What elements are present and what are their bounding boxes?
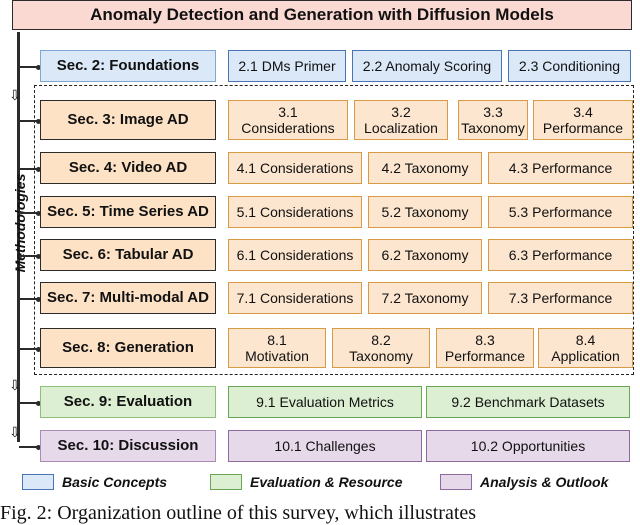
connector-dot xyxy=(36,346,41,352)
legend-swatch-basic xyxy=(22,474,54,490)
legend-swatch-analysis xyxy=(440,474,472,490)
section-generation: Sec. 8: Generation xyxy=(40,328,216,368)
subsection-image-ad-3: 3.3 Taxonomy xyxy=(458,100,528,140)
methodologies-group xyxy=(34,85,634,375)
connector-line xyxy=(19,168,41,170)
subsection-time-series-ad-3: 5.3 Performance xyxy=(488,196,633,228)
legend-basic-concepts: Basic Concepts xyxy=(62,474,168,490)
section-image-ad: Sec. 3: Image AD xyxy=(40,100,216,140)
figure-caption: Fig. 2: Organization outline of this sur… xyxy=(0,502,477,524)
connector-line xyxy=(19,212,41,214)
subsection-video-ad-3: 4.3 Performance xyxy=(488,152,633,184)
legend-analysis-outlook: Analysis & Outlook xyxy=(480,474,609,490)
subsection-foundations-3: 2.3 Conditioning xyxy=(508,50,631,82)
connector-dot xyxy=(36,118,41,124)
subsection-generation-4: 8.4 Application xyxy=(538,328,633,368)
subsection-discussion-2: 10.2 Opportunities xyxy=(426,430,630,462)
connector-dot xyxy=(36,210,41,216)
connector-line xyxy=(19,298,41,300)
subsection-image-ad-1: 3.1 Considerations xyxy=(228,100,348,140)
subsection-multimodal-ad-3: 7.3 Performance xyxy=(488,282,633,314)
methodologies-label: Methodologies xyxy=(12,173,28,273)
connector-line xyxy=(19,120,41,122)
subsection-foundations-2: 2.2 Anomaly Scoring xyxy=(352,50,502,82)
subsection-image-ad-4: 3.4 Performance xyxy=(533,100,633,140)
legend-evaluation-resource: Evaluation & Resource xyxy=(250,474,403,490)
section-tabular-ad: Sec. 6: Tabular AD xyxy=(40,239,216,271)
subsection-video-ad-2: 4.2 Taxonomy xyxy=(368,152,482,184)
subsection-video-ad-1: 4.1 Considerations xyxy=(228,152,362,184)
connector-dot xyxy=(36,166,41,172)
subsection-generation-1: 8.1 Motivation xyxy=(228,328,326,368)
down-arrow-icon: ⇩ xyxy=(9,424,21,440)
connector-dot xyxy=(36,64,41,70)
connector-dot xyxy=(36,253,41,259)
subsection-time-series-ad-2: 5.2 Taxonomy xyxy=(368,196,482,228)
down-arrow-icon: ⇩ xyxy=(9,87,21,103)
section-multimodal-ad: Sec. 7: Multi-modal AD xyxy=(40,282,216,314)
connector-dot xyxy=(36,444,41,450)
subsection-tabular-ad-1: 6.1 Considerations xyxy=(228,239,362,271)
connector-dot xyxy=(36,400,41,406)
subsection-multimodal-ad-2: 7.2 Taxonomy xyxy=(368,282,482,314)
subsection-discussion-1: 10.1 Challenges xyxy=(228,430,422,462)
subsection-tabular-ad-2: 6.2 Taxonomy xyxy=(368,239,482,271)
section-discussion: Sec. 10: Discussion xyxy=(40,430,216,462)
connector-line xyxy=(19,446,41,448)
subsection-image-ad-2: 3.2 Localization xyxy=(354,100,448,140)
subsection-time-series-ad-1: 5.1 Considerations xyxy=(228,196,362,228)
subsection-generation-3: 8.3 Performance xyxy=(436,328,534,368)
connector-dot xyxy=(36,296,41,302)
connector-line xyxy=(19,348,41,350)
subsection-evaluation-2: 9.2 Benchmark Datasets xyxy=(426,386,630,418)
connector-line xyxy=(19,255,41,257)
connector-line xyxy=(19,66,41,68)
section-time-series-ad: Sec. 5: Time Series AD xyxy=(40,196,216,228)
section-video-ad: Sec. 4: Video AD xyxy=(40,152,216,184)
subsection-multimodal-ad-1: 7.1 Considerations xyxy=(228,282,362,314)
diagram-title: Anomaly Detection and Generation with Di… xyxy=(12,0,632,30)
subsection-evaluation-1: 9.1 Evaluation Metrics xyxy=(228,386,422,418)
down-arrow-icon: ⇩ xyxy=(9,377,21,393)
subsection-generation-2: 8.2 Taxonomy xyxy=(332,328,430,368)
subsection-foundations-1: 2.1 DMs Primer xyxy=(228,50,346,82)
spine-line xyxy=(17,32,20,442)
connector-line xyxy=(19,402,41,404)
section-evaluation: Sec. 9: Evaluation xyxy=(40,386,216,418)
legend-swatch-evaluation xyxy=(210,474,242,490)
subsection-tabular-ad-3: 6.3 Performance xyxy=(488,239,633,271)
section-foundations: Sec. 2: Foundations xyxy=(40,50,216,82)
